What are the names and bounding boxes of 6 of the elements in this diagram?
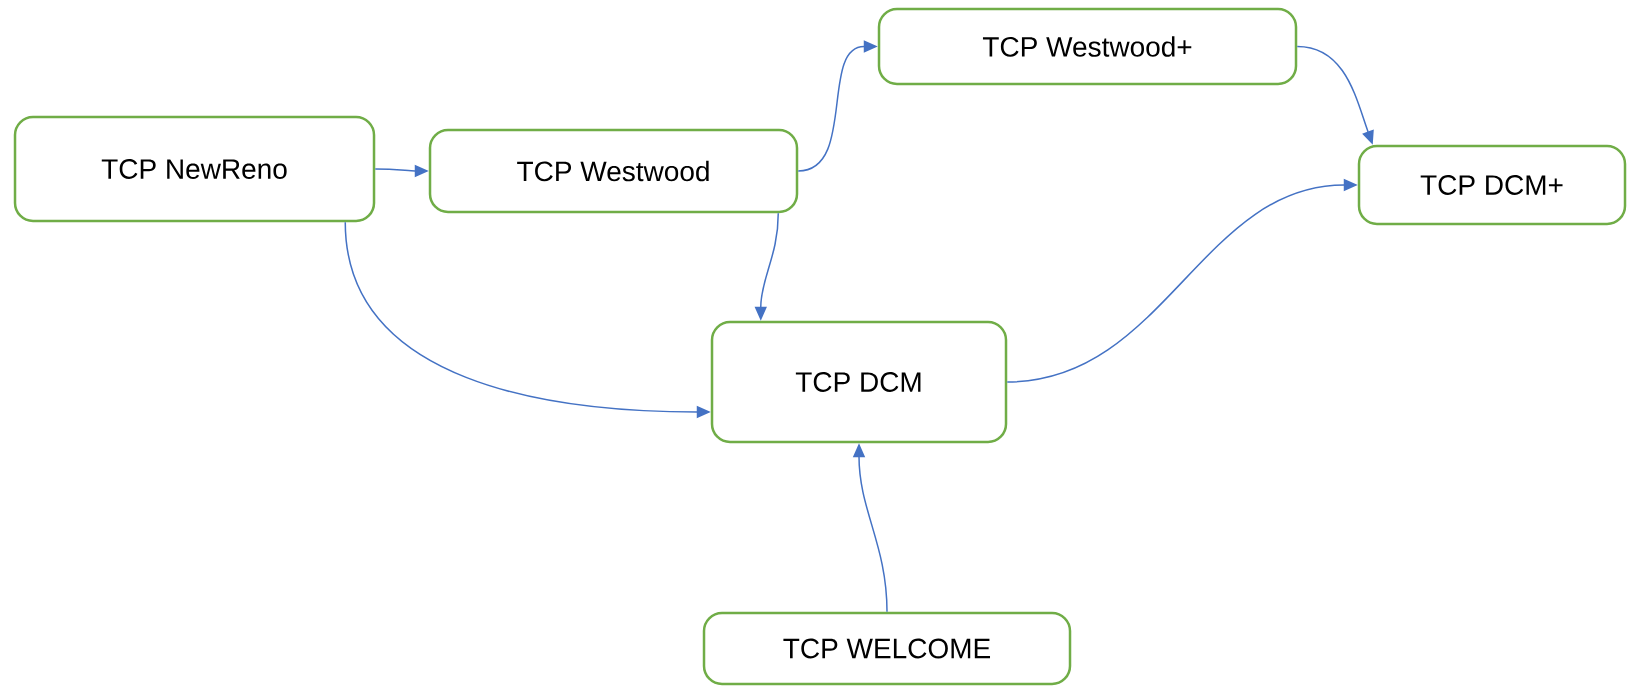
process-box: TCP WELCOME	[702, 611, 1072, 686]
process-box: TCP Westwood+	[877, 7, 1298, 86]
process-box: TCP Westwood	[428, 128, 799, 214]
process-box: TCP DCM+	[1357, 144, 1627, 226]
process-box: TCP NewReno	[13, 115, 376, 223]
process-box: TCP DCM	[710, 320, 1008, 444]
